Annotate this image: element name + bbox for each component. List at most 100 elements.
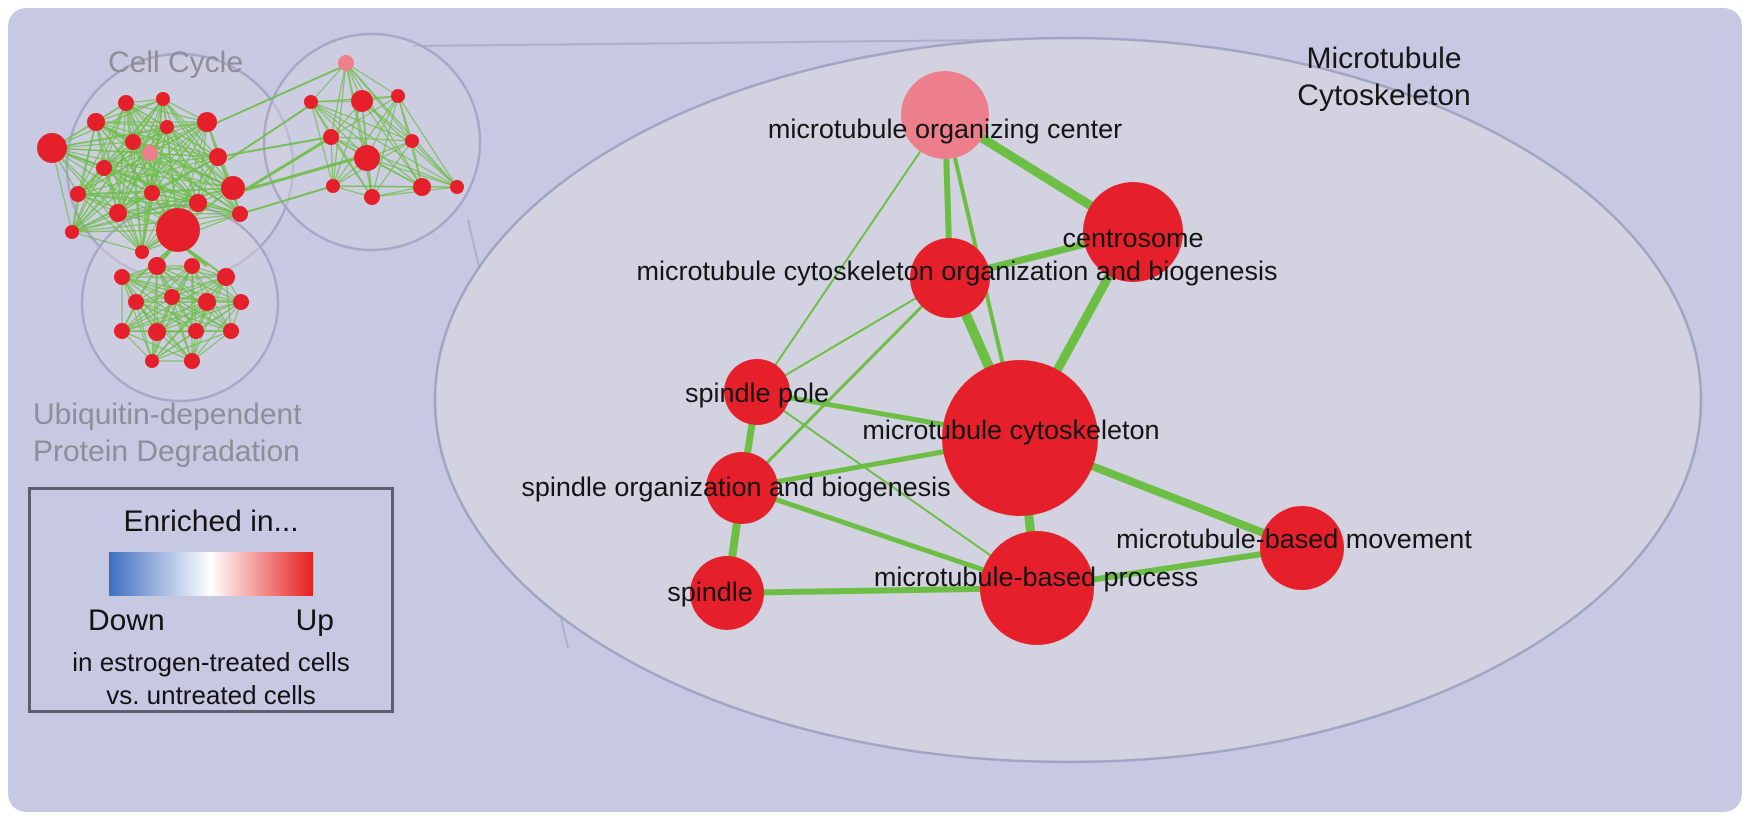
overview-edge — [166, 126, 234, 189]
overview-node — [96, 160, 112, 176]
overview-node — [87, 113, 105, 131]
node-mbm — [1260, 506, 1344, 590]
node-sob — [706, 452, 778, 524]
overview-edge — [332, 95, 399, 187]
overview-edge — [135, 276, 227, 303]
node-mbp — [980, 531, 1094, 645]
overview-edge — [371, 95, 399, 198]
overview-node — [118, 95, 134, 111]
overview-edge — [166, 126, 241, 215]
overview-node — [70, 186, 86, 202]
overview-edge — [71, 202, 199, 233]
overview-edge — [77, 98, 164, 195]
overview-edge — [166, 126, 199, 204]
node-label-sob: spindle organization and biogenesis — [521, 472, 950, 502]
overview-edge — [166, 126, 219, 158]
overview-edge — [397, 95, 458, 188]
overview-node — [351, 90, 373, 112]
overview-node — [145, 354, 159, 368]
overview-edge — [117, 121, 208, 214]
overview-bridge-edge — [217, 136, 331, 158]
overview-node — [338, 55, 354, 71]
legend-gradient-bar — [109, 552, 313, 596]
overview-edge — [51, 126, 168, 149]
overview-node — [184, 258, 200, 274]
overview-edge — [121, 301, 208, 332]
overview-node — [209, 148, 227, 166]
layer-ov-nodes — [37, 55, 464, 369]
overview-node — [128, 294, 144, 310]
overview-edge — [103, 152, 151, 169]
overview-node — [233, 294, 249, 310]
overview-edge — [71, 152, 151, 233]
node-label-moc: microtubule organizing center — [768, 114, 1122, 144]
overview-node — [148, 257, 166, 275]
overview-node — [223, 323, 239, 339]
overview-node — [197, 112, 217, 132]
overview-edge — [117, 126, 168, 214]
overview-edge — [330, 95, 399, 138]
overview-edge — [371, 140, 413, 198]
overview-edge — [51, 147, 143, 253]
overview-node — [364, 189, 380, 205]
overview-node — [114, 269, 130, 285]
overview-edge — [103, 167, 234, 189]
overview-node — [142, 145, 158, 161]
overview-edge — [330, 136, 413, 142]
overview-node — [413, 178, 431, 196]
overview-edge — [310, 101, 458, 188]
overview-node — [144, 185, 160, 201]
overview-node — [156, 208, 200, 252]
node-spindle — [690, 556, 764, 630]
overview-node — [125, 134, 141, 150]
cell-cycle-cluster-label: Cell Cycle — [108, 46, 244, 79]
layer-clusters — [65, 32, 482, 403]
overview-edge — [121, 301, 242, 332]
overview-edge — [121, 276, 153, 362]
overview-node — [405, 134, 419, 148]
overview-node — [37, 133, 67, 163]
legend-title: Enriched in... — [123, 505, 299, 538]
node-spindle_pole — [724, 359, 790, 425]
overview-edge — [162, 98, 234, 189]
edge-moc-spindle_pole — [756, 114, 946, 393]
overview-edge — [125, 102, 234, 189]
overview-node — [232, 206, 248, 222]
overview-node — [135, 245, 149, 259]
node-label-mbp: microtubule-based process — [874, 562, 1198, 592]
overview-node — [160, 120, 174, 134]
overview-edge — [71, 187, 234, 233]
overview-node — [354, 145, 380, 171]
overview-edge — [71, 121, 208, 233]
node-moc — [901, 71, 989, 159]
node-centrosome — [1083, 182, 1183, 282]
layer-zoom-nodes — [690, 71, 1344, 645]
overview-bridge-edge — [244, 154, 365, 192]
overview-node — [450, 180, 464, 194]
node-label-spindle: spindle — [667, 577, 753, 607]
overview-edge — [121, 296, 173, 332]
overview-edge — [310, 62, 347, 103]
overview-edge — [310, 101, 368, 159]
node-mcob — [910, 238, 990, 318]
overview-edge — [71, 213, 241, 233]
overview-node — [217, 268, 235, 286]
overview-node — [391, 89, 405, 103]
legend-down-label: Down — [88, 604, 165, 637]
overview-node — [188, 323, 204, 339]
zoom-guide-line — [411, 39, 993, 47]
overview-edge — [135, 265, 193, 303]
legend-up-label: Up — [295, 604, 334, 637]
overview-edge — [95, 121, 241, 215]
overview-edge — [366, 157, 458, 188]
overview-node — [221, 176, 245, 200]
node-label-mbm: microtubule-based movement — [1116, 524, 1472, 554]
overview-edge — [411, 140, 458, 188]
overview-edge — [103, 156, 219, 169]
overview-edge — [156, 276, 227, 333]
overview-node — [164, 289, 180, 305]
overview-node — [65, 225, 79, 239]
overview-edge — [191, 330, 232, 362]
overview-edge — [71, 231, 143, 253]
